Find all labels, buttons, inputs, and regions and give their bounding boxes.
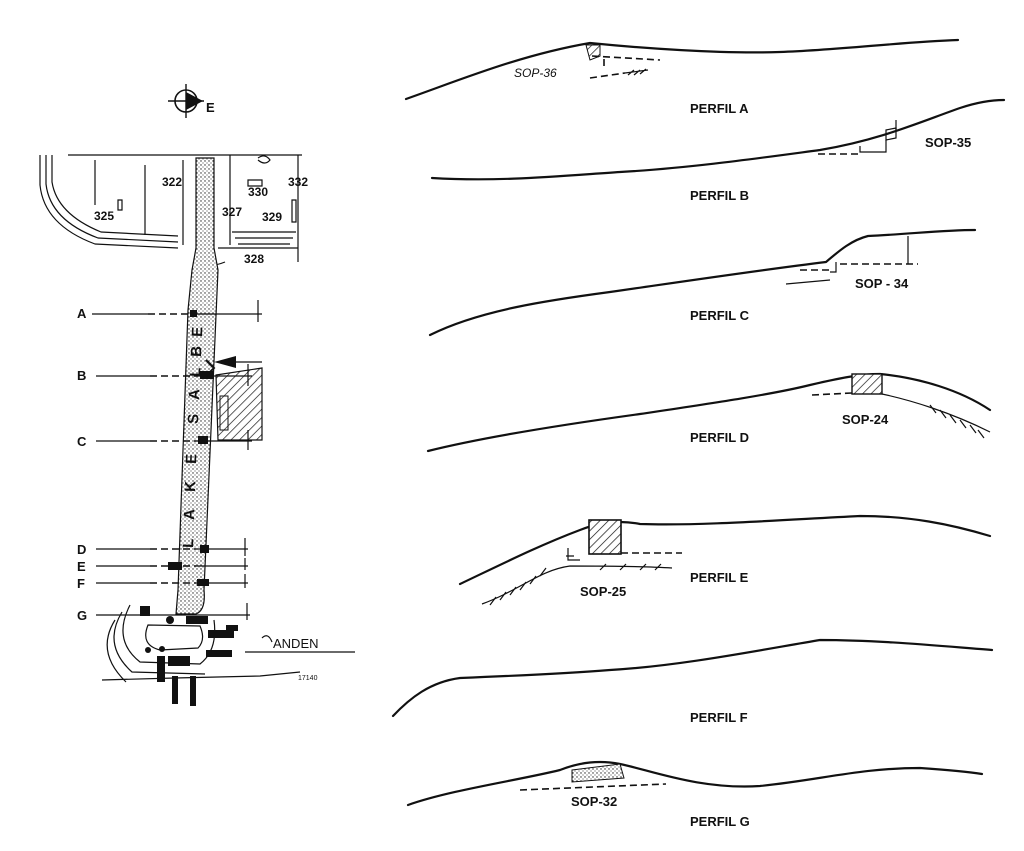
hatched-area — [215, 367, 263, 441]
profile-f: PERFIL F — [391, 638, 994, 725]
svg-text:A: A — [186, 389, 203, 401]
lot-number: 328 — [244, 252, 264, 266]
svg-text:L: L — [187, 367, 204, 377]
street-letter: S — [185, 414, 202, 425]
svg-text:A: A — [181, 509, 198, 521]
ground-profile-line — [458, 514, 992, 586]
block-outlines — [39, 154, 302, 266]
profile-title: PERFIL E — [690, 570, 749, 585]
street-letter: L — [187, 367, 204, 377]
ground-profile-line — [406, 760, 984, 807]
svg-text:E: E — [189, 327, 206, 338]
profile-d: SOP-24 PERFIL D — [426, 372, 992, 453]
section-letter: E — [77, 559, 86, 574]
sondeo-label: SOP - 34 — [855, 276, 909, 291]
lot-number: 330 — [248, 185, 268, 199]
profile-title: PERFIL B — [690, 188, 749, 203]
street-letter: A — [186, 389, 203, 401]
ground-profile-line — [430, 98, 1006, 181]
svg-text:S: S — [185, 414, 202, 425]
svg-text:K: K — [182, 481, 199, 493]
section-lines — [92, 300, 262, 620]
sondeo-label: SOP-36 — [514, 66, 557, 80]
sondeo-label: SOP-32 — [571, 794, 617, 809]
section-letter: C — [77, 434, 87, 449]
profile-title: PERFIL A — [690, 101, 749, 116]
profile-title: PERFIL F — [690, 710, 748, 725]
sondeo-label: SOP-24 — [842, 412, 889, 427]
section-letter: G — [77, 608, 87, 623]
profile-title: PERFIL D — [690, 430, 749, 445]
profile-g: SOP-32 PERFIL G — [406, 760, 984, 829]
ground-profile-line — [404, 38, 960, 101]
lot-number: 327 — [222, 205, 242, 219]
profile-c: SOP - 34 PERFIL C — [428, 228, 977, 337]
svg-text:E: E — [183, 454, 200, 465]
svg-text:B: B — [188, 346, 205, 358]
lot-number: 322 — [162, 175, 182, 189]
street-letter: E — [189, 327, 206, 338]
lot-labels: 322 330 332 325 327 329 328 — [94, 175, 308, 266]
section-letter: B — [77, 368, 86, 383]
compass-east-label: E — [206, 100, 215, 115]
profile-title: PERFIL C — [690, 308, 750, 323]
ground-profile-line — [426, 372, 992, 453]
sondeo-label: SOP-35 — [925, 135, 971, 150]
street-letter: L — [180, 538, 197, 548]
site-plan: E 322 330 332 325 — [39, 84, 355, 706]
ground-profile-line — [391, 638, 994, 718]
profile-e: SOP-25 PERFIL E — [458, 514, 992, 606]
sondeo-label: SOP-25 — [580, 584, 626, 599]
profile-a: SOP-36 PERFIL A — [404, 38, 960, 116]
street-letter: B — [188, 346, 205, 358]
ground-profile-line — [428, 228, 977, 337]
section-letters: A B C D E F G — [77, 306, 87, 623]
street-letter: K — [182, 481, 199, 493]
street-name-label: L A K E S A L B E — [180, 327, 206, 549]
compass-icon — [168, 84, 204, 118]
plaza — [101, 604, 301, 706]
section-letter: F — [77, 576, 85, 591]
lot-number: 325 — [94, 209, 114, 223]
profile-title: PERFIL G — [690, 814, 750, 829]
section-letter: D — [77, 542, 86, 557]
section-letter: A — [77, 306, 87, 321]
anden-label: ANDEN — [273, 636, 319, 651]
profile-b: SOP-35 PERFIL B — [430, 98, 1006, 203]
street-letter: A — [181, 509, 198, 521]
svg-text:L: L — [180, 538, 197, 548]
lot-number: 329 — [262, 210, 282, 224]
sondeo-markers — [168, 310, 229, 586]
lot-number: 332 — [288, 175, 308, 189]
street-letter: E — [183, 454, 200, 465]
map-small-number: 17140 — [298, 675, 318, 682]
